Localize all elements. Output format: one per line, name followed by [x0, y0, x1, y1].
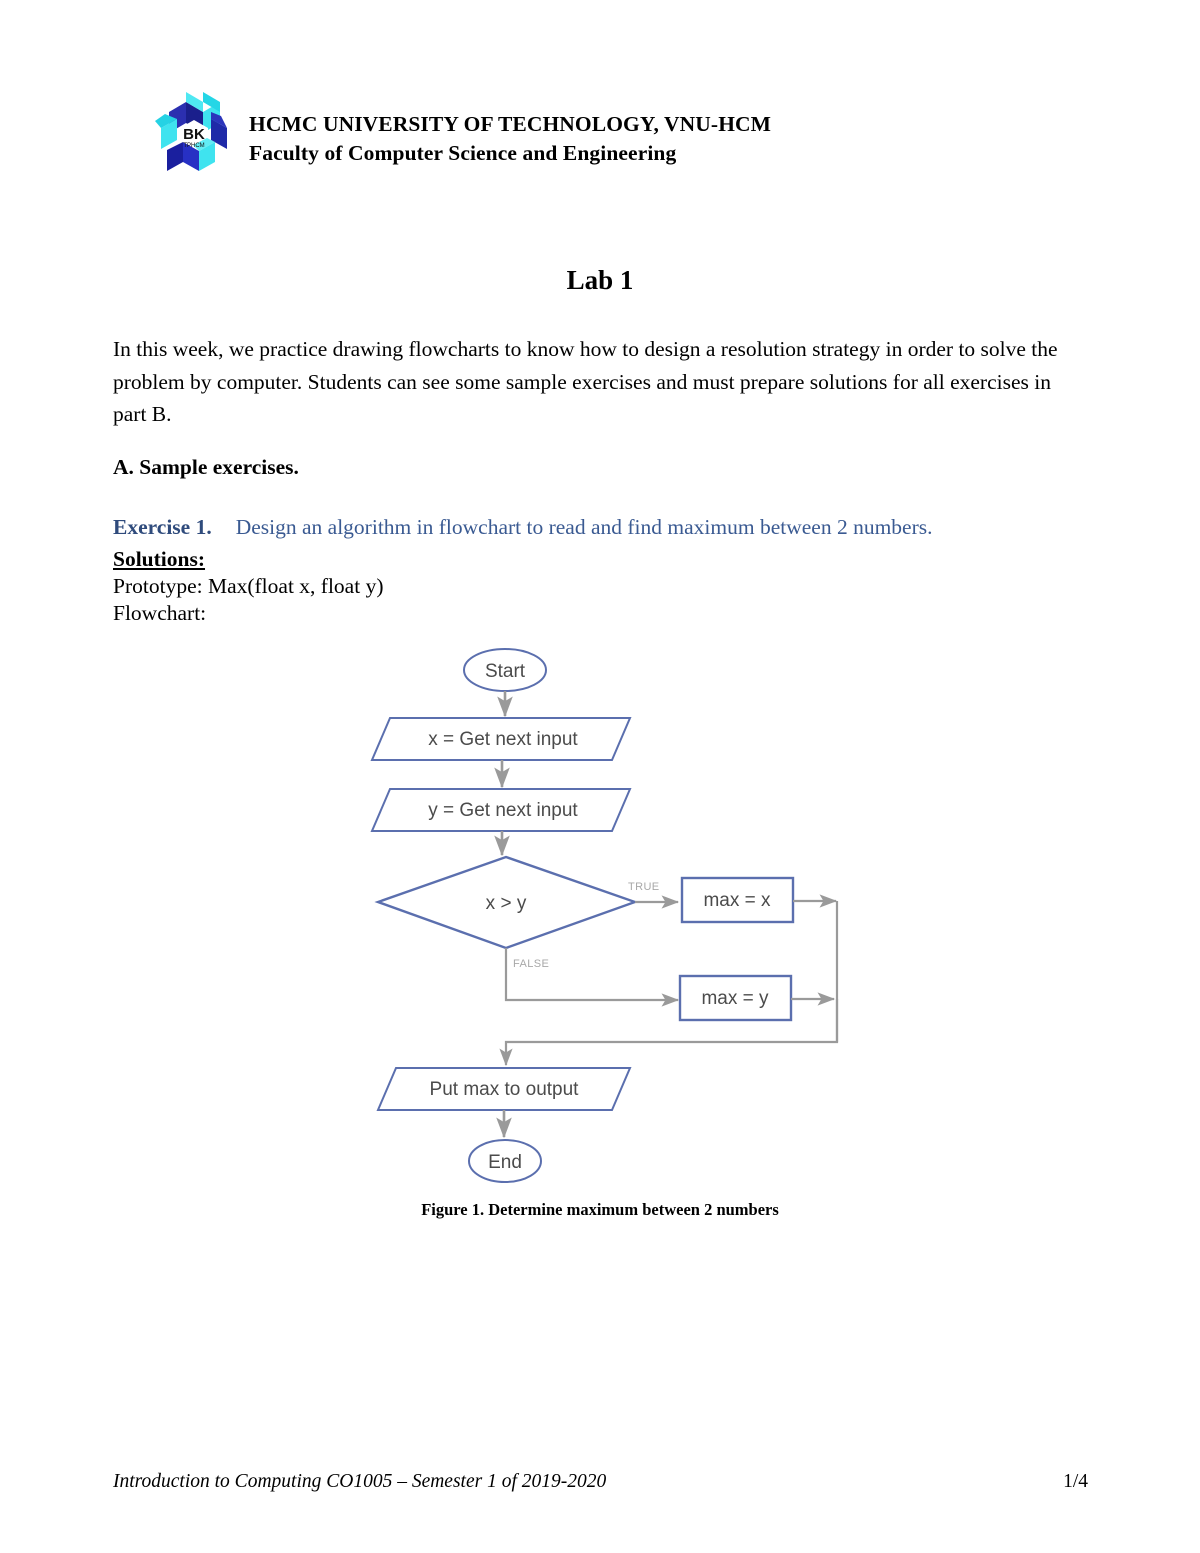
flowchart-max-y-node [678, 974, 793, 1022]
flowchart-input-x-node [370, 717, 632, 761]
prototype-line: Prototype: Max(float x, float y) [113, 574, 384, 598]
section-heading-a: A. Sample exercises. [113, 455, 299, 479]
footer-course-info: Introduction to Computing CO1005 – Semes… [113, 1471, 607, 1492]
flowchart-end-node [468, 1139, 542, 1183]
page-title: Lab 1 [566, 265, 634, 295]
bk-hcmut-logo-icon: BK TPHCM [155, 90, 233, 182]
flowchart-max-x-label: max = x [703, 890, 771, 911]
flowchart-input-y-label: y = Get next input [428, 800, 578, 821]
flowchart-input-y-node [370, 788, 632, 832]
intro-paragraph: In this week, we practice drawing flowch… [113, 337, 1058, 427]
flowchart-input-x-label: x = Get next input [428, 729, 578, 750]
svg-text:TPHCM: TPHCM [183, 143, 204, 149]
flowchart-false-label: FALSE [513, 958, 549, 970]
university-name: HCMC UNIVERSITY OF TECHNOLOGY, VNU-HCM [249, 112, 772, 136]
flowchart-decision-label: x > y [486, 893, 527, 914]
flowchart-max-y-label: max = y [701, 988, 769, 1009]
flowchart-output-node [376, 1067, 632, 1111]
svg-text:BK: BK [183, 126, 205, 143]
page-footer: Introduction to Computing CO1005 – Semes… [113, 1471, 1088, 1493]
flowchart-true-label: TRUE [628, 881, 660, 893]
exercise-label: Exercise 1. [113, 515, 212, 539]
flowchart-end-label: End [488, 1152, 522, 1173]
document-header: BK TPHCM HCMC UNIVERSITY OF TECHNOLOGY, … [155, 88, 771, 182]
flowchart-label: Flowchart: [113, 601, 207, 625]
flowchart-start-label: Start [485, 661, 526, 682]
figure-caption: Figure 1. Determine maximum between 2 nu… [421, 1200, 779, 1219]
flowchart-output-label: Put max to output [430, 1079, 580, 1100]
solutions-heading: Solutions: [113, 547, 206, 571]
header-text-block: HCMC UNIVERSITY OF TECHNOLOGY, VNU-HCM F… [249, 88, 771, 167]
faculty-name: Faculty of Computer Science and Engineer… [249, 140, 677, 165]
flowchart-diagram: Start x = Get next input y = Get next in… [340, 640, 880, 1200]
footer-page-number: 1/4 [1063, 1471, 1088, 1492]
exercise-description: Design an algorithm in flowchart to read… [235, 515, 933, 539]
exercise-1-line: Exercise 1. Design an algorithm in flowch… [113, 515, 933, 540]
